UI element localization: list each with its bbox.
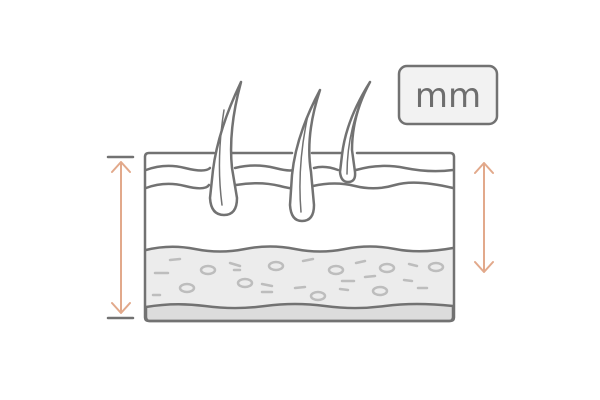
base-layer [144, 302, 455, 323]
subcutaneous-fat-layer [146, 246, 453, 306]
total-thickness-arrow [106, 155, 135, 320]
hair-1 [208, 80, 243, 217]
unit-badge: mm [397, 64, 499, 126]
hair-follicles [208, 80, 372, 223]
skin-section-outline [143, 151, 456, 323]
fat-cells [151, 257, 445, 302]
hair-2 [288, 88, 322, 223]
dermis-thickness-arrow [474, 162, 494, 273]
unit-label: mm [415, 76, 481, 116]
